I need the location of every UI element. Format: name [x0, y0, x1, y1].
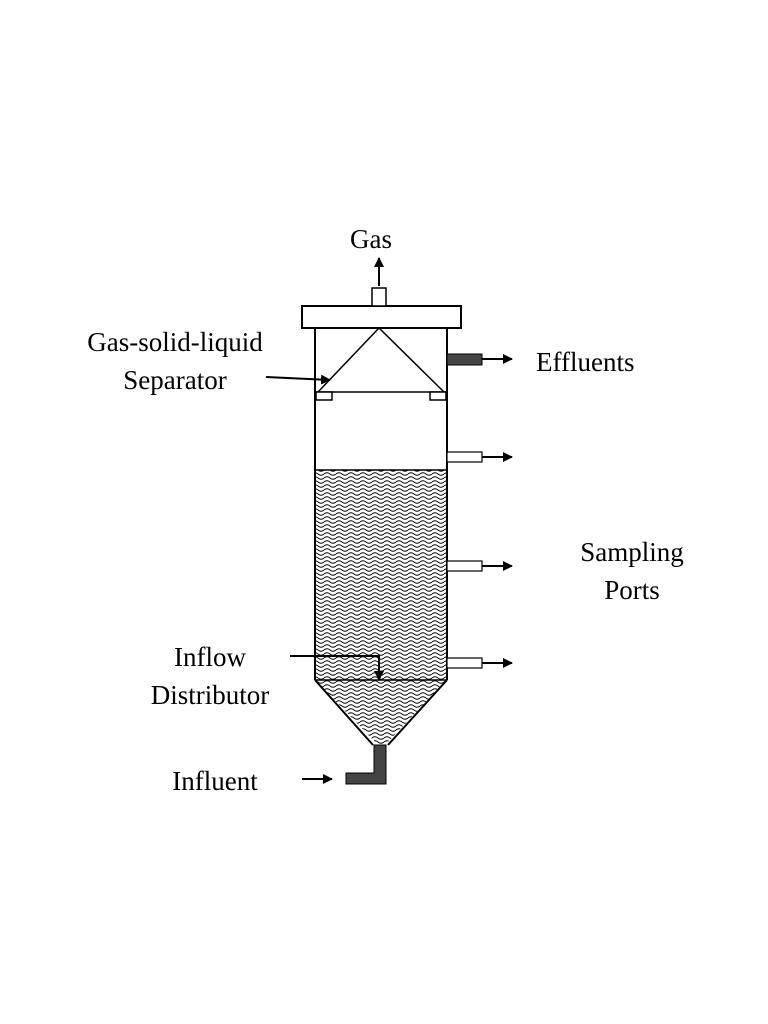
separator-right — [378, 327, 445, 393]
influent-label: Influent — [172, 766, 258, 796]
sampling-port-1 — [446, 451, 483, 463]
cone-right — [387, 679, 448, 746]
reactor-lid — [301, 305, 462, 329]
separator-baffle-right — [429, 391, 447, 401]
distributor-pointer-arrow — [290, 655, 384, 681]
sampling-port-3 — [446, 657, 483, 669]
inflow-distributor-label-line1: Inflow — [174, 642, 246, 672]
effluents-label: Effluents — [536, 347, 634, 377]
gas-outlet-pipe — [371, 287, 387, 307]
effluent-pipe — [446, 353, 483, 366]
sludge-bed — [315, 470, 447, 745]
separator-pointer-arrow — [265, 374, 331, 385]
separator-label-line1: Gas-solid-liquid — [87, 327, 263, 357]
influent-pipe — [345, 744, 387, 785]
sampling-port-2 — [446, 560, 483, 572]
gas-label: Gas — [350, 224, 392, 254]
separator-label-line2: Separator — [123, 365, 226, 395]
sampling-ports-label-line2: Ports — [604, 575, 660, 605]
sampling-ports-label-line1: Sampling — [580, 537, 684, 567]
separator-baffle-left — [315, 391, 333, 401]
cone-left — [314, 679, 374, 746]
separator-left — [317, 327, 380, 393]
inflow-distributor-label-line2: Distributor — [151, 680, 270, 710]
